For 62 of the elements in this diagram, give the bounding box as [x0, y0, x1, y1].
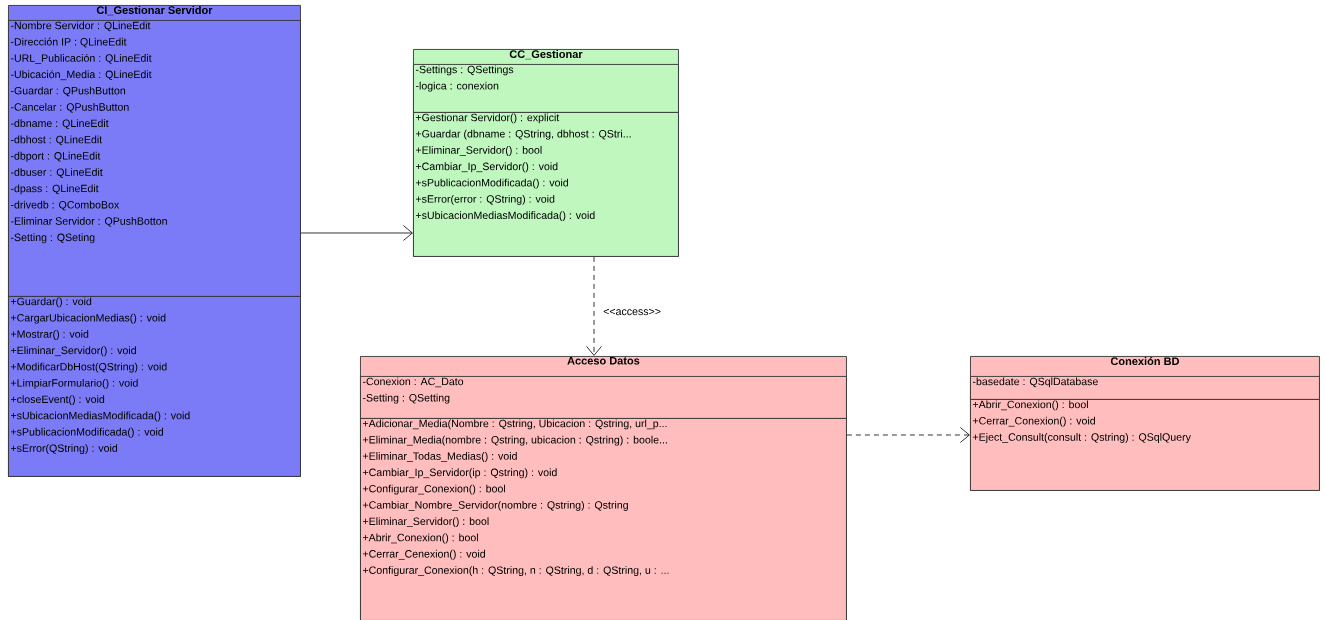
- operation-text: +Cambiar_Nombre_Servidor(nombre : Qstring) : Qstring: [363, 500, 628, 511]
- operation-text: +Abrir_Conexion() : bool: [972, 400, 1088, 411]
- arrow: [586, 256, 602, 356]
- attribute-text: -dpass : QLineEdit: [10, 184, 99, 195]
- operation-text: +Guardar (dbname : QString, dbhost : QStri...: [416, 129, 631, 140]
- operation-text: +Configurar_Conexion() : bool: [363, 484, 505, 495]
- attribute-text: -dbname : QLineEdit: [10, 119, 109, 129]
- operation-text: +sUbicacionMediasModificada() : void: [416, 211, 595, 222]
- attribute-compartment: [8, 20, 301, 297]
- operation-text: +LimpiarFormulario() : void: [11, 378, 138, 389]
- operation-text: +Eliminar_Todas_Medias() : void: [363, 452, 517, 462]
- operation-text: +Eliminar_Media(nombre : Qstring, ubicacion : Qstring) : boole...: [363, 435, 667, 446]
- operation-text: +closeEvent() : void: [11, 395, 105, 406]
- attribute-text: -Setting : QSeting: [10, 233, 95, 244]
- attribute-compartment: [360, 376, 847, 419]
- class-name: CC_Gestionar: [509, 49, 583, 60]
- operation-text: +Mostrar() : void: [11, 330, 89, 340]
- attribute-text: -basedate : QSqlDatabase: [972, 377, 1098, 388]
- attribute-text: -dbuser : QLineEdit: [10, 168, 103, 178]
- attribute-text: -Cancelar : QPushButton: [10, 102, 129, 113]
- attribute-text: -Setting : QSetting: [362, 393, 450, 404]
- operation-text: +ModificarDbHost(QString) : void: [11, 362, 167, 373]
- operation-text: +Guardar() : void: [11, 297, 92, 308]
- edge-label: <<access>>: [602, 307, 662, 317]
- operation-compartment: [8, 296, 301, 477]
- attribute-text: -Ubicación_Media : QLineEdit: [10, 70, 152, 81]
- operation-text: +sError(error : QString) : void: [416, 194, 555, 205]
- arrow: [846, 427, 970, 443]
- operation-text: +Adicionar_Media(Nombre : Qstring, Ubicacion : Qstring, url_p...: [363, 419, 667, 430]
- attribute-text: -Conexion : AC_Dato: [362, 377, 464, 388]
- operation-text: +Cerrar_Conexion() : void: [972, 416, 1095, 427]
- attribute-text: -URL_Publicación : QLineEdit: [10, 53, 152, 64]
- attribute-compartment: [970, 376, 1320, 400]
- class-name: CI_Gestionar Servidor: [96, 5, 213, 16]
- class-name: Conexión BD: [1110, 356, 1179, 366]
- operation-text: +Eject_Consult(consult : Qstring) : QSqlQuery: [972, 433, 1191, 443]
- operation-text: +Configurar_Conexion(h : QString, n : QString, d : QString, u : ...: [363, 566, 669, 576]
- attribute-text: -Settings : QSettings: [415, 65, 514, 76]
- attribute-text: -dbhost : QLineEdit: [10, 135, 103, 146]
- operation-text: +Abrir_Conexion() : bool: [363, 533, 478, 544]
- operation-text: +CargarUbicacionMedias() : void: [11, 313, 166, 324]
- attribute-text: -Dirección IP : QLineEdit: [10, 37, 127, 48]
- attribute-text: -Eliminar Servidor : QPushBotton: [10, 217, 167, 227]
- attribute-text: -logica : conexion: [415, 81, 499, 92]
- class-name: Acceso Datos: [567, 356, 640, 365]
- operation-text: +sError(QString) : void: [11, 444, 118, 454]
- attribute-text: -Guardar : QPushButton: [10, 86, 126, 97]
- operation-text: +Cerrar_Cenexion() : void: [363, 549, 485, 560]
- operation-text: +sUbicacionMediasModificada() : void: [11, 411, 190, 422]
- arrow: [300, 225, 413, 241]
- operation-text: +Eliminar_Servidor() : bool: [416, 146, 542, 156]
- operation-text: +Cambiar_Ip_Servidor(ip : Qstring) : void: [363, 468, 557, 479]
- operation-text: +Eliminar_Servidor() : bool: [363, 517, 489, 528]
- attribute-text: -drivedb : QComboBox: [10, 200, 120, 211]
- operation-text: +Gestionar Servidor() : explicit: [416, 113, 560, 124]
- attribute-text: -dbport : QLineEdit: [10, 151, 101, 162]
- attribute-text: -Nombre Servidor : QLineEdit: [10, 21, 151, 32]
- operation-text: +sPublicacionModificada() : void: [416, 178, 569, 189]
- operation-text: +sPublicacionModificada() : void: [11, 427, 164, 438]
- operation-text: +Cambiar_Ip_Servidor() : void: [416, 162, 558, 173]
- attribute-compartment: [413, 64, 679, 113]
- operation-text: +Eliminar_Servidor() : void: [11, 346, 136, 357]
